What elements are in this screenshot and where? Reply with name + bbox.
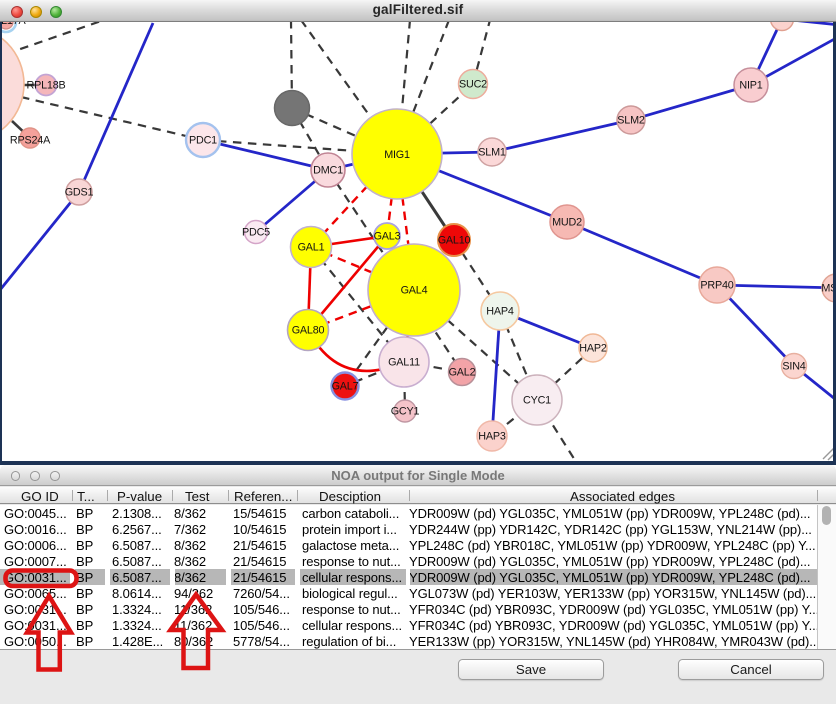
svg-text:MIG1: MIG1 <box>384 149 410 161</box>
svg-text:HAP3: HAP3 <box>478 431 506 443</box>
svg-text:HAP4: HAP4 <box>486 306 514 318</box>
svg-text:GAL11: GAL11 <box>388 357 420 369</box>
svg-text:GAL3: GAL3 <box>374 231 401 243</box>
svg-text:GAL2: GAL2 <box>449 367 476 379</box>
svg-text:RPL18B: RPL18B <box>26 80 65 92</box>
svg-text:MUD2: MUD2 <box>552 217 582 229</box>
svg-text:RPL17A: RPL17A <box>0 22 27 27</box>
svg-text:NIP1: NIP1 <box>739 80 762 92</box>
svg-text:GAL10: GAL10 <box>438 235 471 247</box>
svg-text:GDS1: GDS1 <box>65 187 94 199</box>
svg-text:PDC5: PDC5 <box>242 227 270 239</box>
svg-text:PDC1: PDC1 <box>189 135 217 147</box>
svg-text:SLM1: SLM1 <box>478 147 506 159</box>
svg-text:GAL4: GAL4 <box>401 285 428 297</box>
svg-text:MSN5: MSN5 <box>821 283 836 295</box>
svg-text:PRP40: PRP40 <box>700 280 733 292</box>
svg-text:SLM2: SLM2 <box>617 115 645 127</box>
svg-text:GAL7: GAL7 <box>332 381 359 393</box>
svg-text:SIN4: SIN4 <box>782 361 805 373</box>
svg-text:SUC2: SUC2 <box>459 79 487 91</box>
svg-text:CYC1: CYC1 <box>523 395 551 407</box>
svg-text:GCY1: GCY1 <box>391 406 420 418</box>
svg-text:GAL80: GAL80 <box>292 325 325 337</box>
svg-text:HAP2: HAP2 <box>579 343 607 355</box>
svg-text:GAL1: GAL1 <box>298 242 325 254</box>
svg-text:RPS24A: RPS24A <box>10 135 51 147</box>
svg-text:DMC1: DMC1 <box>313 165 343 177</box>
